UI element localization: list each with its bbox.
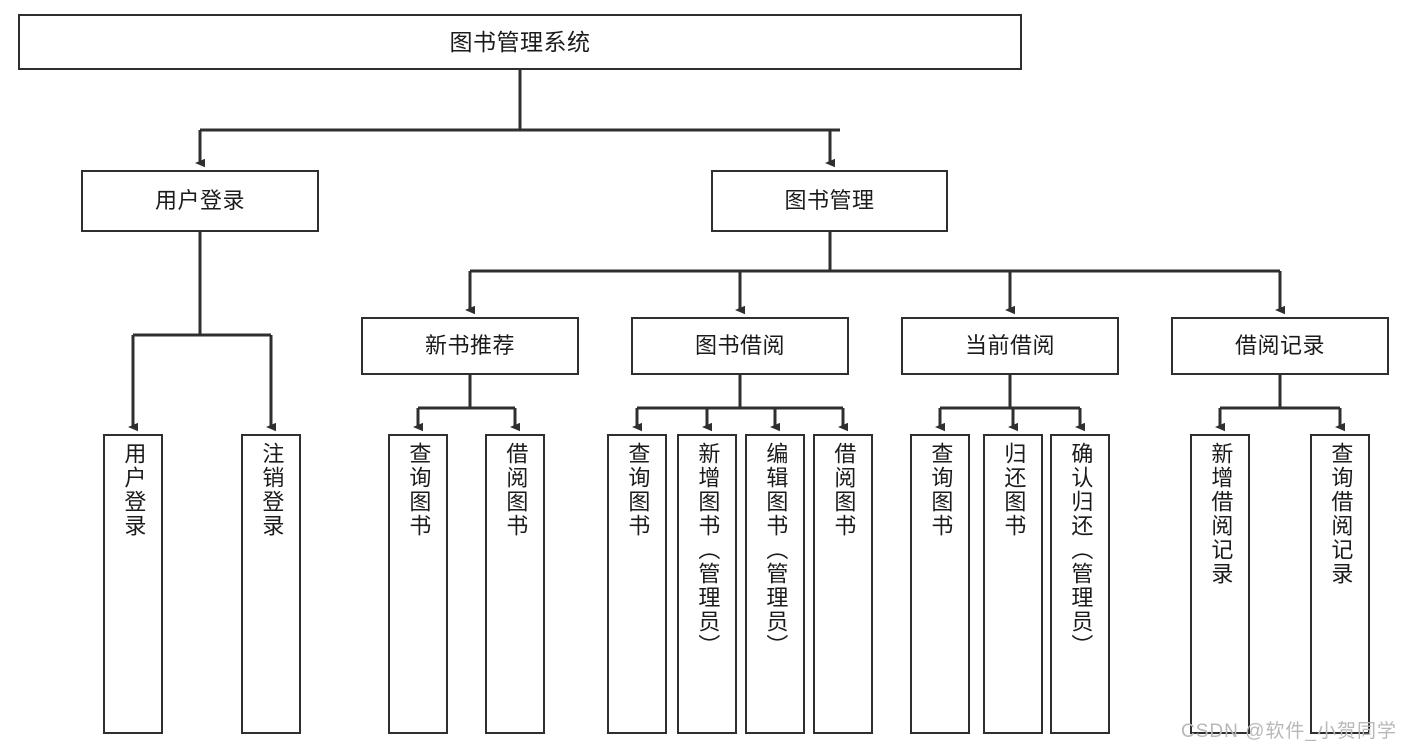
node-book-borrow-label: 图书借阅	[694, 333, 785, 359]
leaf-node-label: 注销登录	[259, 442, 285, 538]
node-root[interactable]: 图书管理系统	[18, 14, 1022, 70]
leaf-node[interactable]: 归还图书	[983, 434, 1043, 734]
leaf-node[interactable]: 注销登录	[241, 434, 301, 734]
watermark-text: CSDN @软件_小贺同学	[1181, 721, 1397, 742]
leaf-node-label: 借阅图书	[503, 442, 529, 538]
leaf-node[interactable]: 查询图书	[607, 434, 667, 734]
leaf-node[interactable]: 查询图书	[388, 434, 448, 734]
leaf-node-label: 新增图书（管理员）	[695, 442, 721, 658]
leaf-node-label: 查询借阅记录	[1328, 442, 1354, 586]
leaf-node[interactable]: 新增图书（管理员）	[677, 434, 737, 734]
node-new-book-recommend-label: 新书推荐	[424, 333, 515, 359]
node-current-borrow[interactable]: 当前借阅	[901, 317, 1119, 375]
leaf-node-label: 新增借阅记录	[1208, 442, 1234, 586]
leaf-node[interactable]: 借阅图书	[813, 434, 873, 734]
leaf-node-label: 用户登录	[121, 442, 147, 538]
leaf-node-label: 借阅图书	[831, 442, 857, 538]
leaf-node-label: 查询图书	[928, 442, 954, 538]
leaf-node[interactable]: 借阅图书	[485, 434, 545, 734]
leaf-node[interactable]: 查询图书	[910, 434, 970, 734]
leaf-node[interactable]: 新增借阅记录	[1190, 434, 1250, 734]
leaf-node[interactable]: 用户登录	[103, 434, 163, 734]
leaf-node-label: 查询图书	[406, 442, 432, 538]
leaf-node[interactable]: 确认归还（管理员）	[1050, 434, 1110, 734]
leaf-node[interactable]: 编辑图书（管理员）	[745, 434, 805, 734]
node-new-book-recommend[interactable]: 新书推荐	[361, 317, 579, 375]
node-book-management-label: 图书管理	[784, 188, 875, 214]
leaf-node-label: 编辑图书（管理员）	[763, 442, 789, 658]
node-book-management[interactable]: 图书管理	[711, 170, 948, 232]
node-root-label: 图书管理系统	[449, 28, 591, 55]
leaf-node-label: 确认归还（管理员）	[1068, 442, 1094, 658]
node-user-login[interactable]: 用户登录	[81, 170, 319, 232]
node-book-borrow[interactable]: 图书借阅	[631, 317, 849, 375]
node-borrow-records-label: 借阅记录	[1234, 333, 1325, 359]
node-current-borrow-label: 当前借阅	[964, 333, 1055, 359]
node-user-login-label: 用户登录	[154, 188, 245, 214]
node-borrow-records[interactable]: 借阅记录	[1171, 317, 1389, 375]
leaf-node-label: 归还图书	[1001, 442, 1027, 538]
leaf-node-label: 查询图书	[625, 442, 651, 538]
leaf-node[interactable]: 查询借阅记录	[1310, 434, 1370, 734]
